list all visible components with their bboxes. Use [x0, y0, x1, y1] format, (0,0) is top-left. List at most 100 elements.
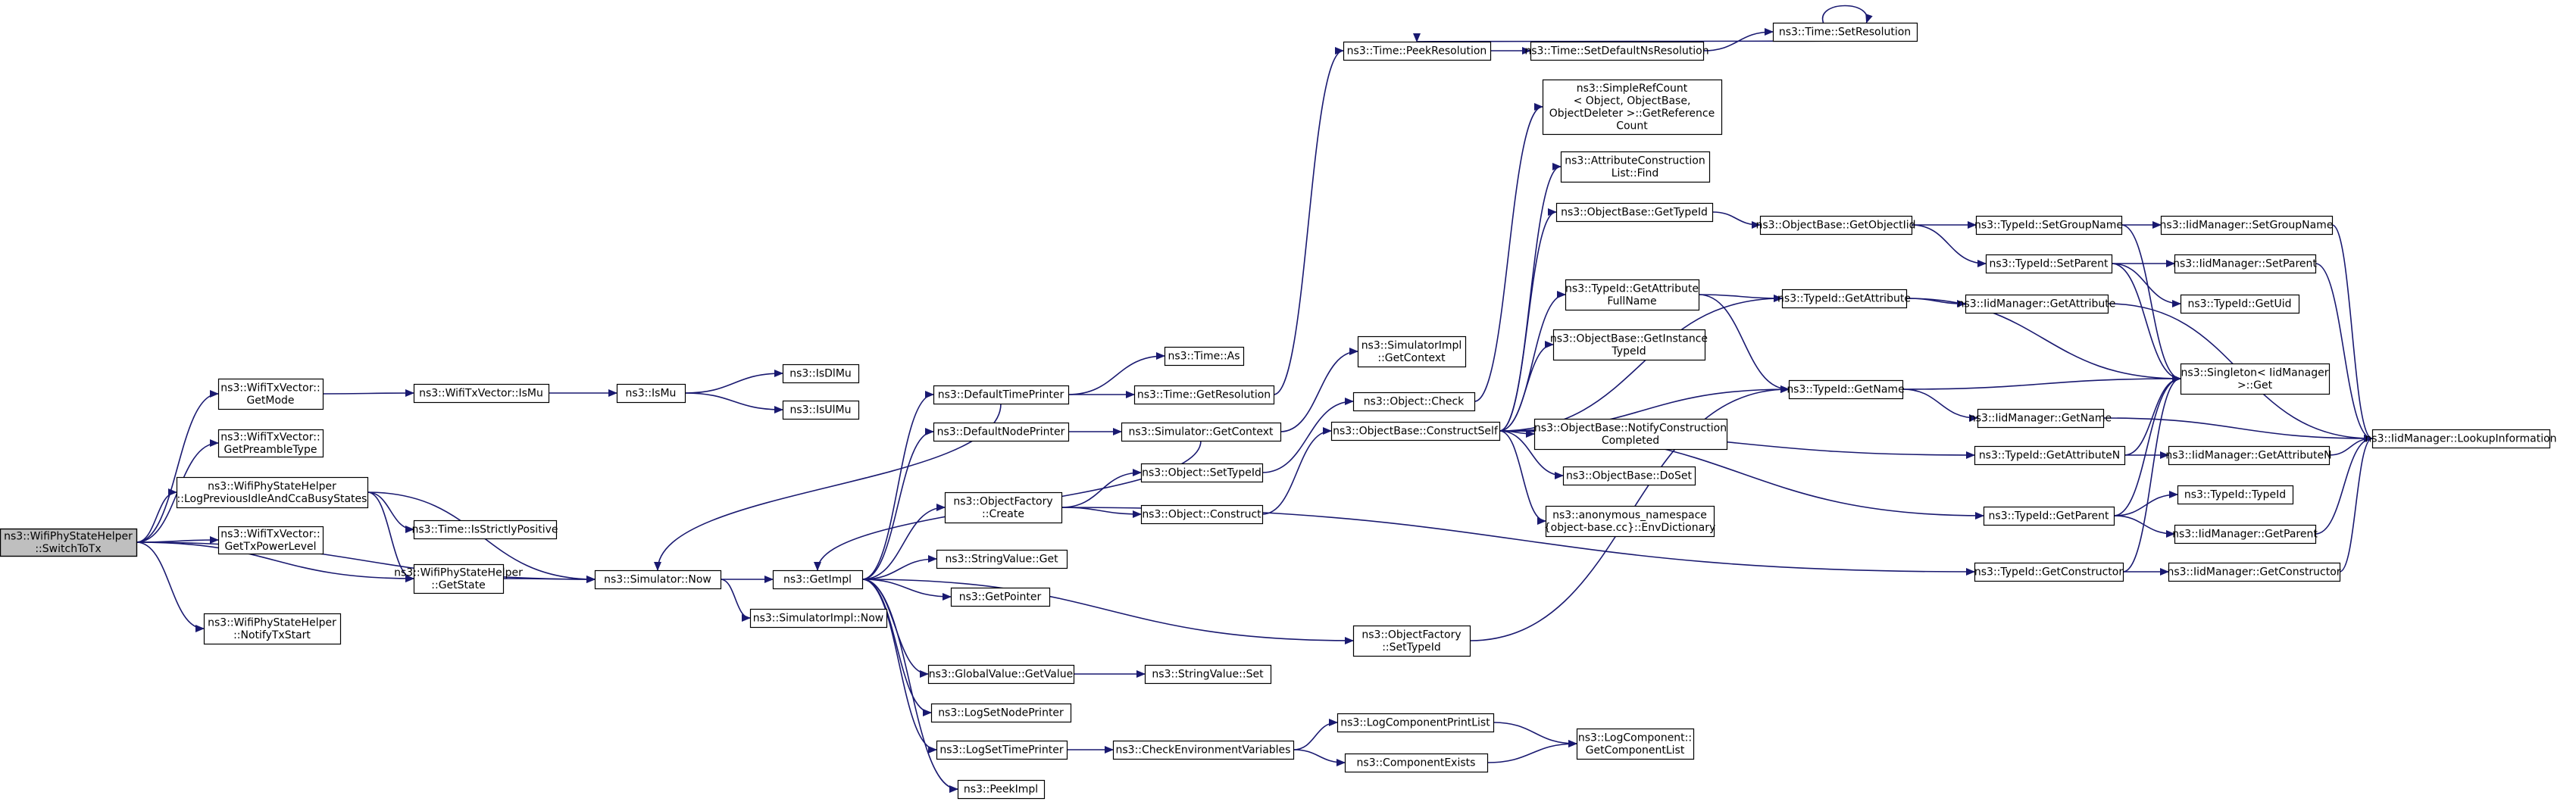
node-type-id-get-name[interactable]: ns3::TypeId::GetName: [1787, 379, 1905, 400]
edge-get-impl-to-string-value-get: [861, 555, 937, 580]
node-box: [217, 378, 324, 410]
node-label: ::GetState: [431, 579, 485, 591]
node-sim-impl-get-context[interactable]: ns3::SimulatorImpl::GetContext: [1357, 335, 1467, 368]
node-string-value-set[interactable]: ns3::StringValue::Set: [1144, 664, 1272, 685]
node-box: [1974, 445, 2126, 466]
node-of-set-type-id[interactable]: ns3::ObjectFactory::SetTypeId: [1352, 625, 1471, 657]
node-iid-mgr-get-constructor[interactable]: ns3::IidManager::GetConstructor: [2167, 562, 2341, 582]
node-type-id-set-group-name[interactable]: ns3::TypeId::SetGroupName: [1974, 215, 2123, 236]
node-type-id-get-uid[interactable]: ns3::TypeId::GetUid: [2180, 294, 2300, 314]
node-ob-get-object-tid[interactable]: ns3::ObjectBase::GetObjectIid: [1755, 215, 1916, 236]
edge-get-impl-to-default-node-printer: [861, 428, 934, 580]
node-set-default-ns-res[interactable]: ns3::Time::SetDefaultNsResolution: [1524, 41, 1709, 61]
edge-check-env-to-component-exists: [1293, 749, 1346, 766]
node-sim-impl-now[interactable]: ns3::SimulatorImpl::Now: [749, 608, 888, 629]
edge-type-id-get-parent-to-type-id-type-id: [2113, 491, 2178, 516]
node-set-resolution[interactable]: ns3::Time::SetResolution: [1772, 22, 1918, 42]
node-ob-get-type-id[interactable]: ns3::ObjectBase::GetTypeId: [1555, 202, 1714, 223]
node-iid-mgr-get-name[interactable]: ns3::IidManager::GetName: [1969, 408, 2112, 429]
node-label: Count: [1616, 120, 1648, 132]
node-label: ns3::TypeId::GetParent: [1989, 510, 2109, 523]
node-box: [2180, 363, 2331, 395]
node-type-id-get-attribute-n[interactable]: ns3::TypeId::GetAttributeN: [1974, 445, 2126, 466]
node-switch-to-tx[interactable]: ns3::WifiPhyStateHelper::SwitchToTx: [0, 528, 138, 557]
edge-component-exists-to-get-component-list: [1487, 740, 1577, 763]
node-notify-tx-start[interactable]: ns3::WifiPhyStateHelper::NotifyTxStart: [203, 613, 342, 645]
node-log-prev-idle[interactable]: ns3::WifiPhyStateHelper::LogPreviousIdle…: [176, 476, 369, 509]
node-obj-check[interactable]: ns3::Object::Check: [1352, 392, 1476, 412]
edge-type-id-get-constructor-to-singleton-get: [2122, 375, 2181, 573]
node-env-dictionary[interactable]: ns3::anonymous_namespace{object-base.cc}…: [1544, 505, 1715, 538]
node-ob-notify-construction-completed[interactable]: ns3::ObjectBase::NotifyConstructionCompl…: [1533, 418, 1728, 451]
node-is-mu[interactable]: ns3::IsMu: [616, 383, 686, 404]
node-iid-mgr-set-group-name[interactable]: ns3::IidManager::SetGroupName: [2160, 215, 2334, 236]
node-get-preamble-type[interactable]: ns3::WifiTxVector::GetPreambleType: [217, 429, 324, 458]
edge-type-id-get-attr-full-name-to-type-id-get-attribute: [1698, 294, 1783, 302]
node-obj-set-type-id[interactable]: ns3::Object::SetTypeId: [1140, 463, 1264, 483]
node-box: [1352, 625, 1471, 657]
node-iid-mgr-set-parent[interactable]: ns3::IidManager::SetParent: [2173, 254, 2317, 274]
node-label: ns3::SimulatorImpl: [1361, 339, 1462, 351]
node-simple-ref-count[interactable]: ns3::SimpleRefCount< Object, ObjectBase,…: [1542, 79, 1723, 136]
edge-get-impl-to-peek-impl: [861, 579, 958, 793]
node-box: [217, 526, 324, 555]
node-sim-now[interactable]: ns3::Simulator::Now: [594, 569, 722, 590]
node-label: ns3::TypeId::GetAttribute: [1777, 293, 1911, 305]
node-component-exists[interactable]: ns3::ComponentExists: [1344, 753, 1489, 773]
node-label: ::SetTypeId: [1382, 641, 1441, 654]
node-get-tx-power-level[interactable]: ns3::WifiTxVector::GetTxPowerLevel: [217, 526, 324, 555]
node-is-dl-mu[interactable]: ns3::IsDlMu: [782, 363, 860, 384]
node-iid-mgr-lookup-information[interactable]: ns3::IidManager::LookupInformation: [2365, 429, 2557, 449]
node-log-comp-print-list[interactable]: ns3::LogComponentPrintList: [1336, 713, 1495, 733]
node-vec-is-mu[interactable]: ns3::WifiTxVector::IsMu: [413, 383, 550, 404]
node-box: [2180, 294, 2300, 314]
node-ob-construct-self[interactable]: ns3::ObjectBase::ConstructSelf: [1330, 421, 1501, 442]
node-get-mode[interactable]: ns3::WifiTxVector::GetMode: [217, 378, 324, 410]
node-default-node-printer[interactable]: ns3::DefaultNodePrinter: [933, 422, 1070, 442]
node-of-create[interactable]: ns3::ObjectFactory::Create: [944, 491, 1063, 524]
node-is-ul-mu[interactable]: ns3::IsUlMu: [782, 400, 860, 420]
edge-ob-construct-self-to-attr-constr-find: [1499, 163, 1562, 432]
node-sim-get-context[interactable]: ns3::Simulator::GetContext: [1121, 422, 1282, 442]
node-type-id-get-parent[interactable]: ns3::TypeId::GetParent: [1983, 506, 2115, 526]
node-iid-mgr-get-attribute[interactable]: ns3::IidManager::GetAttribute: [1958, 294, 2116, 314]
node-time-as[interactable]: ns3::Time::As: [1164, 346, 1245, 367]
node-get-impl[interactable]: ns3::GetImpl: [772, 569, 864, 590]
node-type-id-type-id[interactable]: ns3::TypeId::TypeId: [2177, 485, 2294, 505]
edge-get-impl-to-of-create: [861, 504, 946, 580]
node-box: [413, 520, 558, 540]
node-label: ns3::Singleton< IidManager: [2181, 367, 2329, 379]
node-log-set-node-printer[interactable]: ns3::LogSetNodePrinter: [930, 703, 1072, 723]
node-get-pointer[interactable]: ns3::GetPointer: [950, 587, 1051, 607]
node-is-strictly-positive[interactable]: ns3::Time::IsStrictlyPositive: [412, 520, 558, 540]
node-check-env[interactable]: ns3::CheckEnvironmentVariables: [1112, 740, 1295, 760]
node-log-set-time-printer[interactable]: ns3::LogSetTimePrinter: [936, 740, 1068, 760]
node-global-value-get[interactable]: ns3::GlobalValue::GetValue: [927, 664, 1075, 685]
node-singleton-get[interactable]: ns3::Singleton< IidManager>::Get: [2180, 363, 2331, 395]
node-obj-construct[interactable]: ns3::Object::Construct: [1140, 504, 1264, 525]
node-box: [1576, 728, 1695, 760]
node-get-component-list[interactable]: ns3::LogComponent::GetComponentList: [1576, 728, 1695, 760]
node-iid-mgr-get-parent[interactable]: ns3::IidManager::GetParent: [2172, 524, 2318, 544]
node-peek-impl[interactable]: ns3::PeekImpl: [957, 779, 1046, 800]
node-iid-mgr-get-attribute-n[interactable]: ns3::IidManager::GetAttributeN: [2165, 445, 2332, 466]
node-get-state[interactable]: ns3::WifiPhyStateHelper::GetState: [394, 563, 523, 594]
node-string-value-get[interactable]: ns3::StringValue::Get: [936, 549, 1068, 569]
node-ob-do-set[interactable]: ns3::ObjectBase::DoSet: [1562, 466, 1696, 486]
node-box: [1772, 22, 1918, 42]
node-peek-resolution[interactable]: ns3::Time::PeekResolution: [1343, 41, 1492, 61]
node-type-id-set-parent[interactable]: ns3::TypeId::SetParent: [1985, 254, 2113, 274]
node-time-get-res[interactable]: ns3::Time::GetResolution: [1133, 385, 1275, 405]
node-box: [1781, 289, 1908, 309]
node-type-id-get-attribute[interactable]: ns3::TypeId::GetAttribute: [1777, 289, 1911, 309]
node-type-id-get-constructor[interactable]: ns3::TypeId::GetConstructor: [1974, 562, 2124, 582]
edge-get-impl-to-log-set-time-printer: [861, 579, 937, 754]
node-label: ::GetContext: [1377, 352, 1446, 364]
node-box: [1985, 254, 2113, 274]
node-label: GetPreambleType: [224, 444, 317, 456]
node-default-time-printer[interactable]: ns3::DefaultTimePrinter: [933, 385, 1070, 405]
